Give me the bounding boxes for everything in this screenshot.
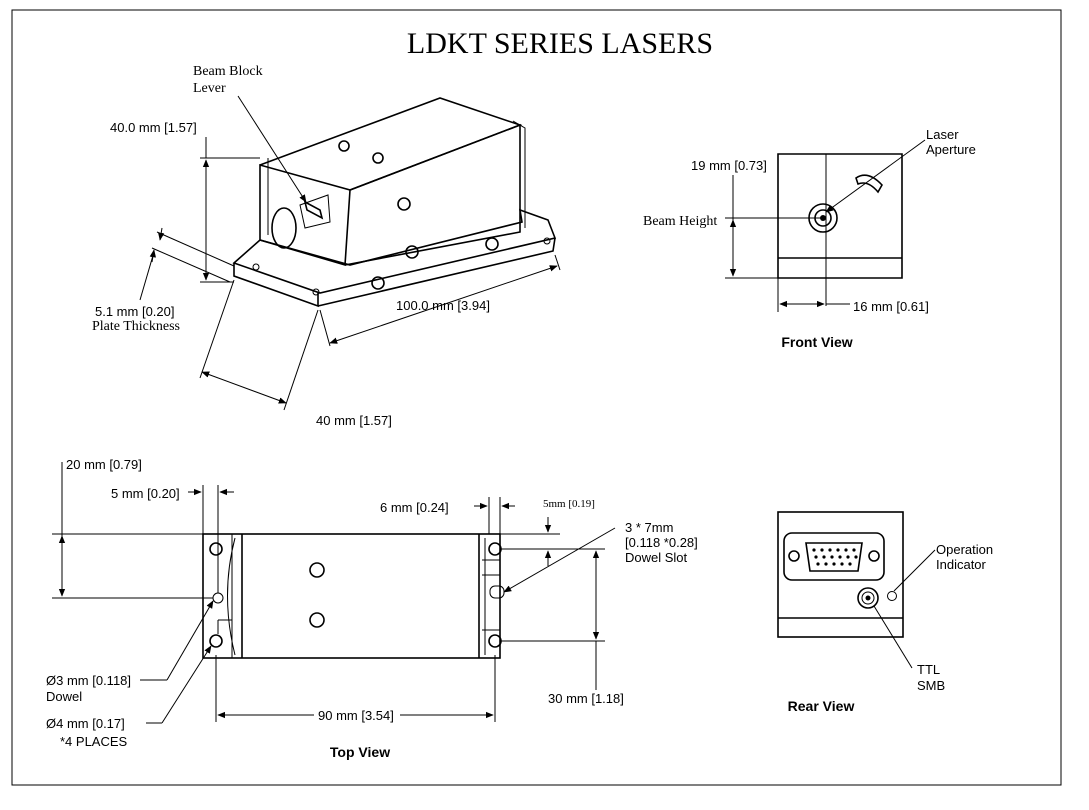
beam-height-label: Beam Height: [643, 214, 717, 229]
drawing-frame: [11, 9, 1062, 786]
iso-length-dim: 100.0 mm [3.94]: [396, 298, 490, 313]
rear-view-caption: Rear View: [788, 698, 855, 714]
connector-pins: [812, 548, 858, 566]
dowel-slot-line3: Dowel Slot: [625, 550, 688, 565]
top-dim-90: 90 mm [3.54]: [318, 708, 394, 723]
db15-connector-icon: [783, 532, 885, 581]
holes-dim: Ø4 mm [0.17]: [46, 716, 125, 731]
screw-icon: [372, 152, 384, 164]
screw-icon: [485, 237, 499, 251]
ttl-smb-line2: SMB: [917, 678, 945, 693]
holes-count: *4 PLACES: [60, 734, 128, 749]
screw-icon: [405, 245, 419, 259]
base-plate-outline: [232, 208, 557, 294]
ttl-smb-line1: TTL: [917, 662, 940, 677]
dowel-slot-line2: [0.118 *0.28]: [625, 535, 698, 550]
front-view: Laser Aperture 19 mm [0.73] Beam Height …: [643, 127, 976, 350]
top-dim-5-small: 5mm [0.19]: [543, 498, 595, 510]
top-dim-5: 5 mm [0.20]: [111, 486, 180, 501]
dowel-label: Dowel: [46, 689, 82, 704]
dowel-dim: Ø3 mm [0.118]: [46, 673, 131, 688]
front-height-dim: 19 mm [0.73]: [691, 158, 767, 173]
rear-view-outline: [777, 511, 904, 638]
lever-slot-icon: [855, 174, 883, 194]
drawing-title: LDKT SERIES LASERS: [407, 27, 713, 60]
smb-connector-icon: [857, 587, 879, 609]
operation-indicator-line1: Operation: [936, 542, 993, 557]
dowel-slot-line1: 3 * 7mm: [625, 520, 673, 535]
screw-icon: [397, 197, 411, 211]
beam-block-lever-shape: [299, 194, 331, 229]
isometric-view: 40.0 mm [1.57] 5.1 mm [0.20] Plate Thick…: [92, 64, 561, 428]
laser-aperture-line2: Aperture: [926, 142, 976, 157]
top-view-outline: [202, 533, 501, 659]
beam-block-label-line2: Lever: [193, 81, 226, 96]
top-view: 20 mm [0.79] 5 mm [0.20] 6 mm [0.24] 5mm…: [46, 457, 698, 760]
beam-block-label-line1: Beam Block: [193, 64, 263, 79]
front-offset-dim: 16 mm [0.61]: [853, 299, 929, 314]
laser-side-face: [344, 123, 521, 266]
front-aperture-circle: [271, 207, 297, 249]
plate-thickness-dim: 5.1 mm [0.20]: [95, 304, 174, 319]
screw-icon: [309, 612, 325, 628]
dowel-slot-icon: [489, 585, 505, 599]
front-view-caption: Front View: [781, 334, 852, 350]
plate-thickness-label: Plate Thickness: [92, 319, 180, 334]
top-view-caption: Top View: [330, 744, 390, 760]
iso-width-dim: 40 mm [1.57]: [316, 413, 392, 428]
rear-view: Operation Indicator TTL SMB Rear View: [777, 511, 993, 714]
front-view-outline: [777, 153, 903, 279]
mount-hole-icon: [209, 542, 223, 556]
operation-indicator-led-icon: [887, 591, 897, 601]
operation-indicator-line2: Indicator: [936, 557, 987, 572]
screw-icon: [338, 140, 350, 152]
top-dim-20: 20 mm [0.79]: [66, 457, 142, 472]
screw-icon: [309, 562, 325, 578]
top-dim-6: 6 mm [0.24]: [380, 500, 449, 515]
top-dim-30: 30 mm [1.18]: [548, 691, 624, 706]
iso-height-dim: 40.0 mm [1.57]: [110, 120, 197, 135]
laser-aperture-line1: Laser: [926, 127, 959, 142]
dowel-icon: [212, 592, 224, 604]
mount-hole-icon: [209, 634, 223, 648]
laser-front-face: [259, 163, 351, 267]
